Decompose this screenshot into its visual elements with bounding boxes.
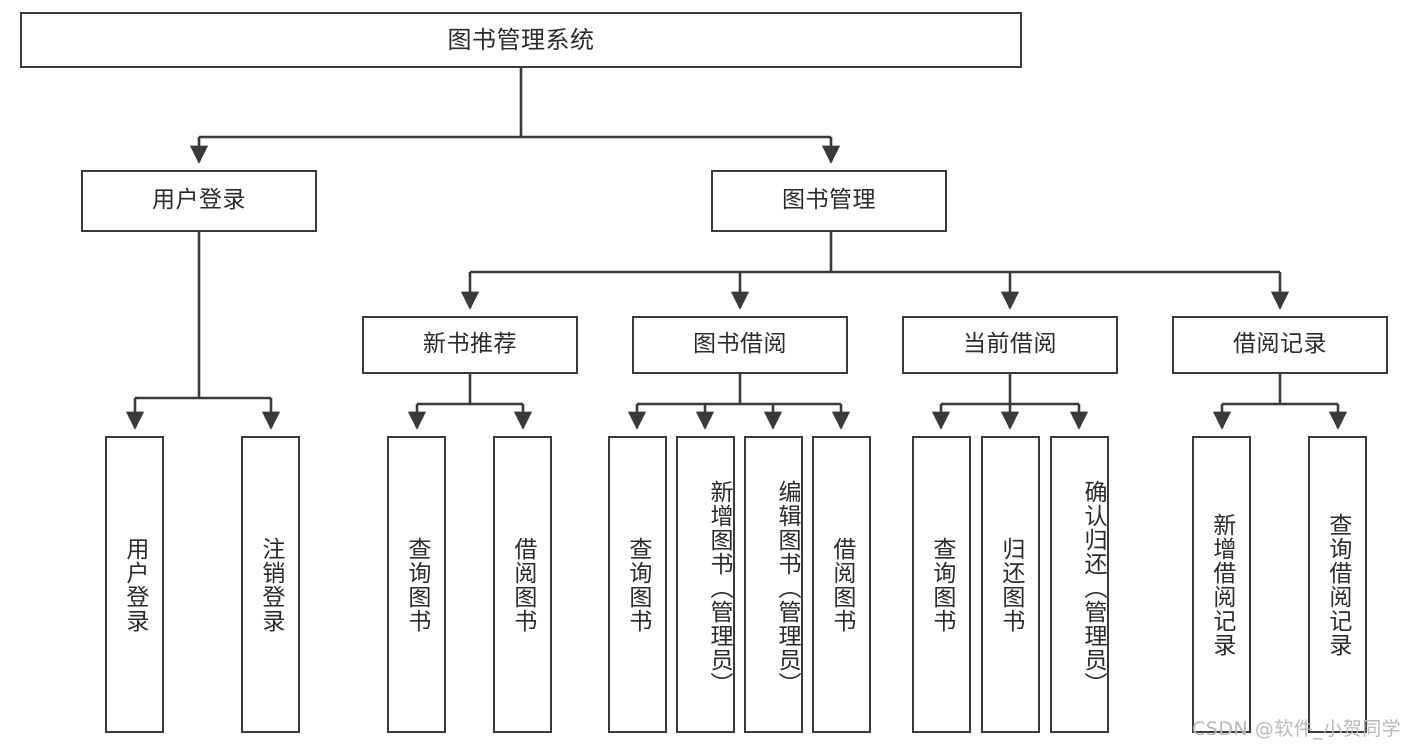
- leaf-current-borrow-return[interactable]: 归还图书: [981, 436, 1040, 733]
- node-label: 图书管理系统: [447, 25, 595, 54]
- node-borrow-record[interactable]: 借阅记录: [1172, 316, 1388, 374]
- node-label: 当前借阅: [963, 331, 1057, 358]
- node-book-borrow[interactable]: 图书借阅: [632, 316, 848, 374]
- node-label: 新书推荐: [423, 331, 517, 358]
- leaf-book-borrow-add[interactable]: 新增图书（管理员）: [676, 436, 735, 733]
- node-label: 注销登录: [257, 536, 284, 633]
- node-label: 用户登录: [121, 536, 148, 633]
- node-label: 归还图书: [997, 536, 1024, 633]
- node-book-management[interactable]: 图书管理: [711, 170, 947, 232]
- leaf-borrow-record-add[interactable]: 新增借阅记录: [1192, 436, 1251, 733]
- node-label: 编辑图书（管理员）: [774, 479, 800, 696]
- node-label: 用户登录: [152, 187, 246, 214]
- node-label: 借阅记录: [1233, 331, 1327, 358]
- node-root-system[interactable]: 图书管理系统: [20, 12, 1022, 68]
- node-label: 借阅图书: [509, 536, 536, 633]
- watermark-text: CSDN @软件_小贺同学: [1192, 718, 1402, 740]
- node-label: 借阅图书: [828, 536, 855, 633]
- node-label: 图书借阅: [693, 331, 787, 358]
- leaf-new-book-borrow[interactable]: 借阅图书: [493, 436, 552, 733]
- leaf-book-borrow-query[interactable]: 查询图书: [608, 436, 667, 733]
- node-label: 新增借阅记录: [1208, 512, 1235, 657]
- leaf-book-borrow-borrow[interactable]: 借阅图书: [812, 436, 871, 733]
- leaf-new-book-query[interactable]: 查询图书: [387, 436, 446, 733]
- node-label: 查询图书: [403, 536, 430, 633]
- node-label: 确认归还（管理员）: [1080, 479, 1106, 696]
- node-label: 查询图书: [624, 536, 651, 633]
- leaf-current-borrow-confirm-return[interactable]: 确认归还（管理员）: [1050, 436, 1109, 733]
- node-label: 新增图书（管理员）: [706, 479, 732, 696]
- node-label: 查询图书: [928, 536, 955, 633]
- leaf-user-login-login[interactable]: 用户登录: [105, 436, 164, 733]
- node-label: 查询借阅记录: [1324, 512, 1351, 657]
- node-user-login[interactable]: 用户登录: [81, 170, 317, 232]
- leaf-book-borrow-edit[interactable]: 编辑图书（管理员）: [744, 436, 803, 733]
- leaf-borrow-record-query[interactable]: 查询借阅记录: [1308, 436, 1367, 733]
- node-label: 图书管理: [782, 187, 876, 214]
- node-new-book-recommend[interactable]: 新书推荐: [362, 316, 578, 374]
- leaf-user-login-logout[interactable]: 注销登录: [241, 436, 300, 733]
- leaf-current-borrow-query[interactable]: 查询图书: [912, 436, 971, 733]
- csdn-watermark: CSDN @软件_小贺同学: [1192, 714, 1401, 741]
- node-current-borrow[interactable]: 当前借阅: [902, 316, 1118, 374]
